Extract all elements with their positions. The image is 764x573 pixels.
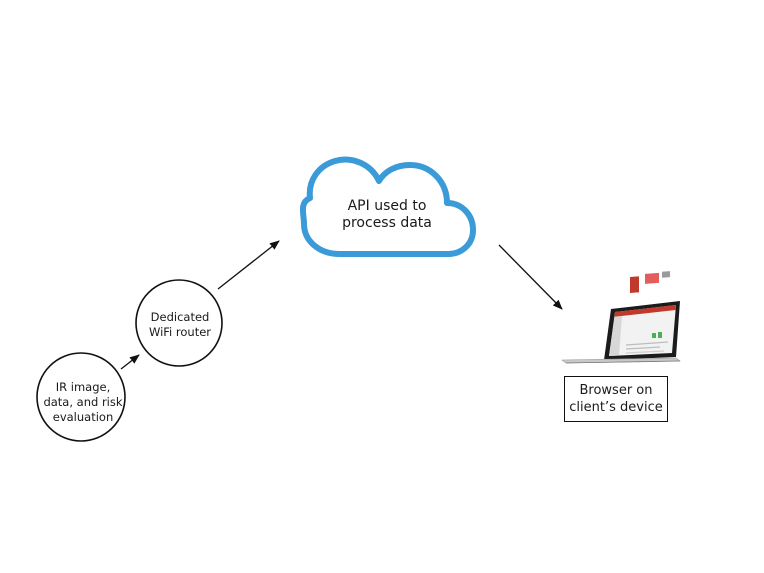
router-node-line-1: Dedicated	[150, 310, 210, 324]
router-node-label: Dedicated WiFi router	[132, 310, 228, 340]
laptop-icon	[561, 271, 681, 364]
cloud-node-label: API used to process data	[320, 198, 454, 232]
ir-node-line-3: evaluation	[52, 410, 114, 424]
arrow-ir-to-router	[120, 354, 140, 370]
browser-node-line-2: client’s device	[569, 400, 663, 415]
ir-node-line-2: data, and risk	[43, 395, 123, 409]
cloud-node-line-2: process data	[342, 215, 432, 231]
cloud-node-line-1: API used to	[347, 198, 427, 214]
browser-node-line-1: Browser on	[579, 383, 653, 398]
browser-node-label: Browser on client’s device	[564, 382, 668, 416]
ir-node-label: IR image, data, and risk evaluation	[33, 380, 133, 425]
arrow-cloud-to-browser	[498, 244, 563, 310]
browser-node-box	[564, 376, 668, 422]
cloud-icon	[299, 156, 476, 257]
ir-node-line-1: IR image,	[55, 380, 111, 394]
arrow-router-to-cloud	[217, 240, 280, 290]
ir-node-circle	[36, 352, 126, 442]
router-node-line-2: WiFi router	[148, 325, 212, 339]
router-node-circle	[135, 279, 223, 367]
